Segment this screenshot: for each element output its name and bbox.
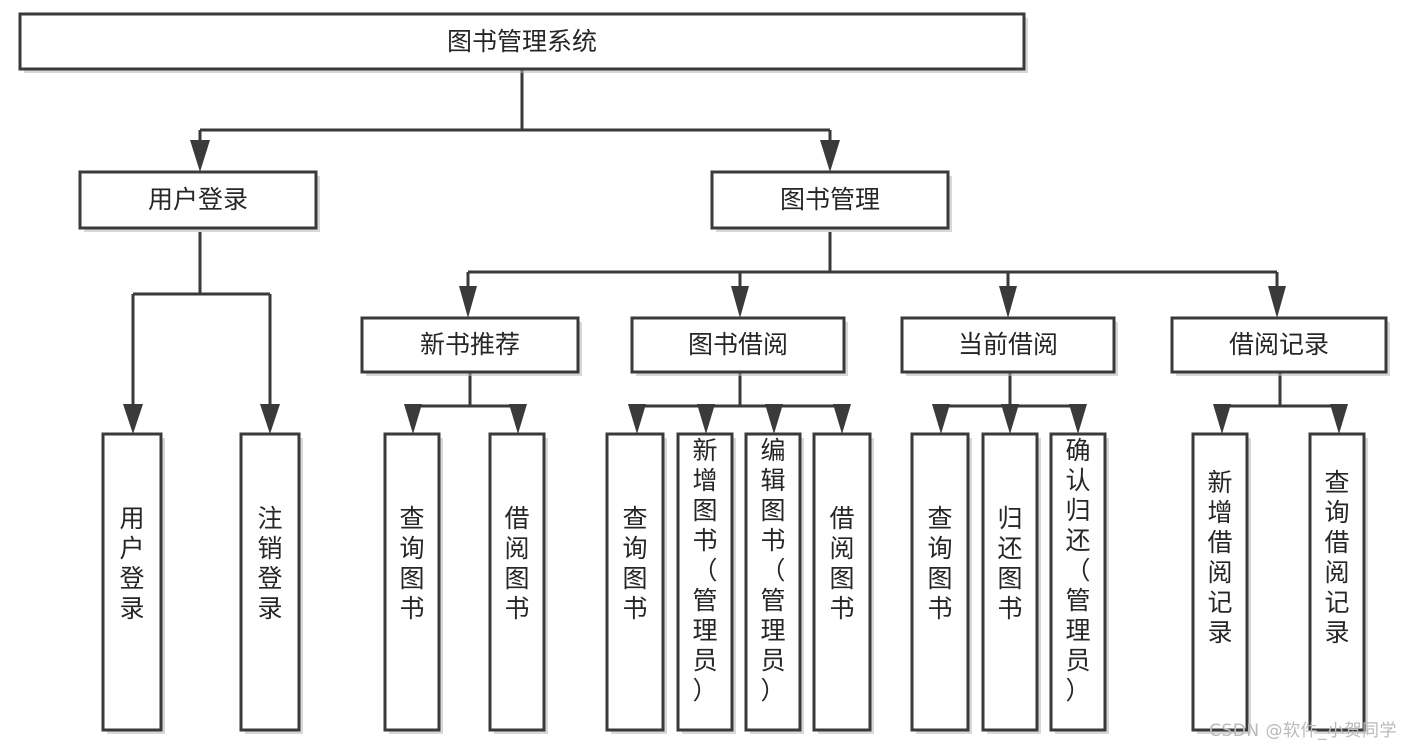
arrowhead-leaf-query-book-1 bbox=[404, 404, 422, 434]
arrowhead-leaf-query-book-2 bbox=[628, 404, 646, 434]
node-leaf-query-record[interactable]: 查询借阅记录 bbox=[1308, 432, 1368, 734]
arrowhead-leaf-query-book-3 bbox=[932, 404, 950, 434]
node-new-book-recommend-rect[interactable] bbox=[360, 316, 580, 374]
node-borrow-record-rect[interactable] bbox=[1170, 316, 1388, 374]
node-leaf-user-login[interactable]: 用户登录 bbox=[101, 432, 165, 734]
node-root-rect[interactable] bbox=[18, 12, 1026, 71]
arrowhead-leaf-user-login bbox=[123, 404, 143, 434]
arrowhead-borrow-record bbox=[1268, 286, 1286, 318]
arrowhead-leaf-edit-book bbox=[765, 404, 783, 434]
node-leaf-query-book-1[interactable]: 查询图书 bbox=[383, 432, 443, 734]
node-leaf-borrow-book-2-label: 借阅图书 bbox=[829, 504, 854, 623]
node-new-book-recommend-label: 新书推荐 bbox=[420, 330, 520, 359]
node-leaf-return-book-rect[interactable] bbox=[981, 432, 1039, 732]
node-leaf-add-record[interactable]: 新增借阅记录 bbox=[1191, 432, 1251, 734]
node-root[interactable]: 图书管理系统 bbox=[18, 12, 1028, 73]
node-leaf-query-book-1-label: 查询图书 bbox=[399, 504, 424, 623]
arrowhead-leaf-borrow-book-2 bbox=[833, 404, 851, 434]
node-leaf-query-record-label: 查询借阅记录 bbox=[1324, 468, 1349, 647]
node-leaf-add-book-rect[interactable] bbox=[676, 432, 734, 732]
node-current-borrow-rect[interactable] bbox=[900, 316, 1116, 374]
node-leaf-logout[interactable]: 注销登录 bbox=[239, 432, 303, 734]
arrowhead-leaf-borrow-book-1 bbox=[509, 404, 527, 434]
node-leaf-edit-book-label: 编辑图书（管理员） bbox=[760, 436, 785, 705]
node-borrow-record-label: 借阅记录 bbox=[1229, 330, 1329, 359]
node-leaf-logout-rect[interactable] bbox=[239, 432, 301, 732]
node-user-login-label: 用户登录 bbox=[148, 185, 248, 214]
node-leaf-edit-book-rect[interactable] bbox=[744, 432, 802, 732]
node-book-manage-rect[interactable] bbox=[710, 170, 950, 230]
arrowhead-leaf-return-book bbox=[1001, 404, 1019, 434]
node-current-borrow[interactable]: 当前借阅 bbox=[900, 316, 1118, 376]
node-leaf-borrow-book-2-rect[interactable] bbox=[812, 432, 872, 732]
node-leaf-logout-label: 注销登录 bbox=[257, 504, 282, 623]
node-leaf-confirm-return-rect[interactable] bbox=[1049, 432, 1107, 732]
node-leaf-query-book-2[interactable]: 查询图书 bbox=[605, 432, 667, 734]
node-book-borrow-label: 图书借阅 bbox=[688, 330, 788, 359]
node-leaf-query-book-3[interactable]: 查询图书 bbox=[910, 432, 972, 734]
node-leaf-confirm-return-label: 确认归还（管理员） bbox=[1065, 436, 1090, 705]
arrowhead-leaf-logout bbox=[260, 404, 280, 434]
arrowhead-leaf-add-book bbox=[697, 404, 715, 434]
node-new-book-recommend[interactable]: 新书推荐 bbox=[360, 316, 582, 376]
node-leaf-query-book-2-label: 查询图书 bbox=[622, 504, 647, 623]
node-leaf-add-book-label: 新增图书（管理员） bbox=[692, 436, 717, 705]
node-leaf-query-book-3-label: 查询图书 bbox=[927, 504, 952, 623]
node-leaf-query-book-3-rect[interactable] bbox=[910, 432, 970, 732]
node-current-borrow-label: 当前借阅 bbox=[958, 330, 1058, 359]
node-leaf-edit-book[interactable]: 编辑图书（管理员） bbox=[744, 432, 804, 734]
node-leaf-return-book-label: 归还图书 bbox=[997, 504, 1022, 623]
node-leaf-query-book-2-rect[interactable] bbox=[605, 432, 665, 732]
node-leaf-user-login-label: 用户登录 bbox=[119, 504, 144, 623]
node-user-login[interactable]: 用户登录 bbox=[78, 170, 320, 232]
node-leaf-borrow-book-1-label: 借阅图书 bbox=[504, 504, 529, 623]
node-leaf-add-book[interactable]: 新增图书（管理员） bbox=[676, 432, 736, 734]
node-book-manage[interactable]: 图书管理 bbox=[710, 170, 952, 232]
arrowhead-leaf-add-record bbox=[1213, 404, 1231, 434]
node-leaf-borrow-book-2[interactable]: 借阅图书 bbox=[812, 432, 874, 734]
node-leaf-borrow-book-1-rect[interactable] bbox=[488, 432, 546, 732]
arrowhead-book-manage bbox=[820, 140, 840, 172]
node-root-label: 图书管理系统 bbox=[447, 27, 597, 56]
node-leaf-user-login-rect[interactable] bbox=[101, 432, 163, 732]
arrowhead-leaf-query-record bbox=[1330, 404, 1348, 434]
node-leaf-add-record-rect[interactable] bbox=[1191, 432, 1249, 732]
node-book-borrow-rect[interactable] bbox=[630, 316, 846, 374]
arrowhead-leaf-confirm-return bbox=[1069, 404, 1087, 434]
arrowhead-book-borrow bbox=[731, 286, 749, 318]
connector-layer bbox=[123, 69, 1348, 434]
arrowhead-new-book-recommend bbox=[459, 286, 477, 318]
node-book-borrow[interactable]: 图书借阅 bbox=[630, 316, 848, 376]
node-user-login-rect[interactable] bbox=[78, 170, 318, 230]
node-leaf-confirm-return[interactable]: 确认归还（管理员） bbox=[1049, 432, 1109, 734]
arrowhead-current-borrow bbox=[999, 286, 1017, 318]
node-leaf-borrow-book-1[interactable]: 借阅图书 bbox=[488, 432, 548, 734]
node-leaf-add-record-label: 新增借阅记录 bbox=[1207, 468, 1232, 647]
node-leaf-return-book[interactable]: 归还图书 bbox=[981, 432, 1041, 734]
arrowhead-user-login bbox=[190, 140, 210, 172]
node-leaf-query-record-rect[interactable] bbox=[1308, 432, 1366, 732]
node-borrow-record[interactable]: 借阅记录 bbox=[1170, 316, 1390, 376]
node-book-manage-label: 图书管理 bbox=[780, 185, 880, 214]
node-leaf-query-book-1-rect[interactable] bbox=[383, 432, 441, 732]
